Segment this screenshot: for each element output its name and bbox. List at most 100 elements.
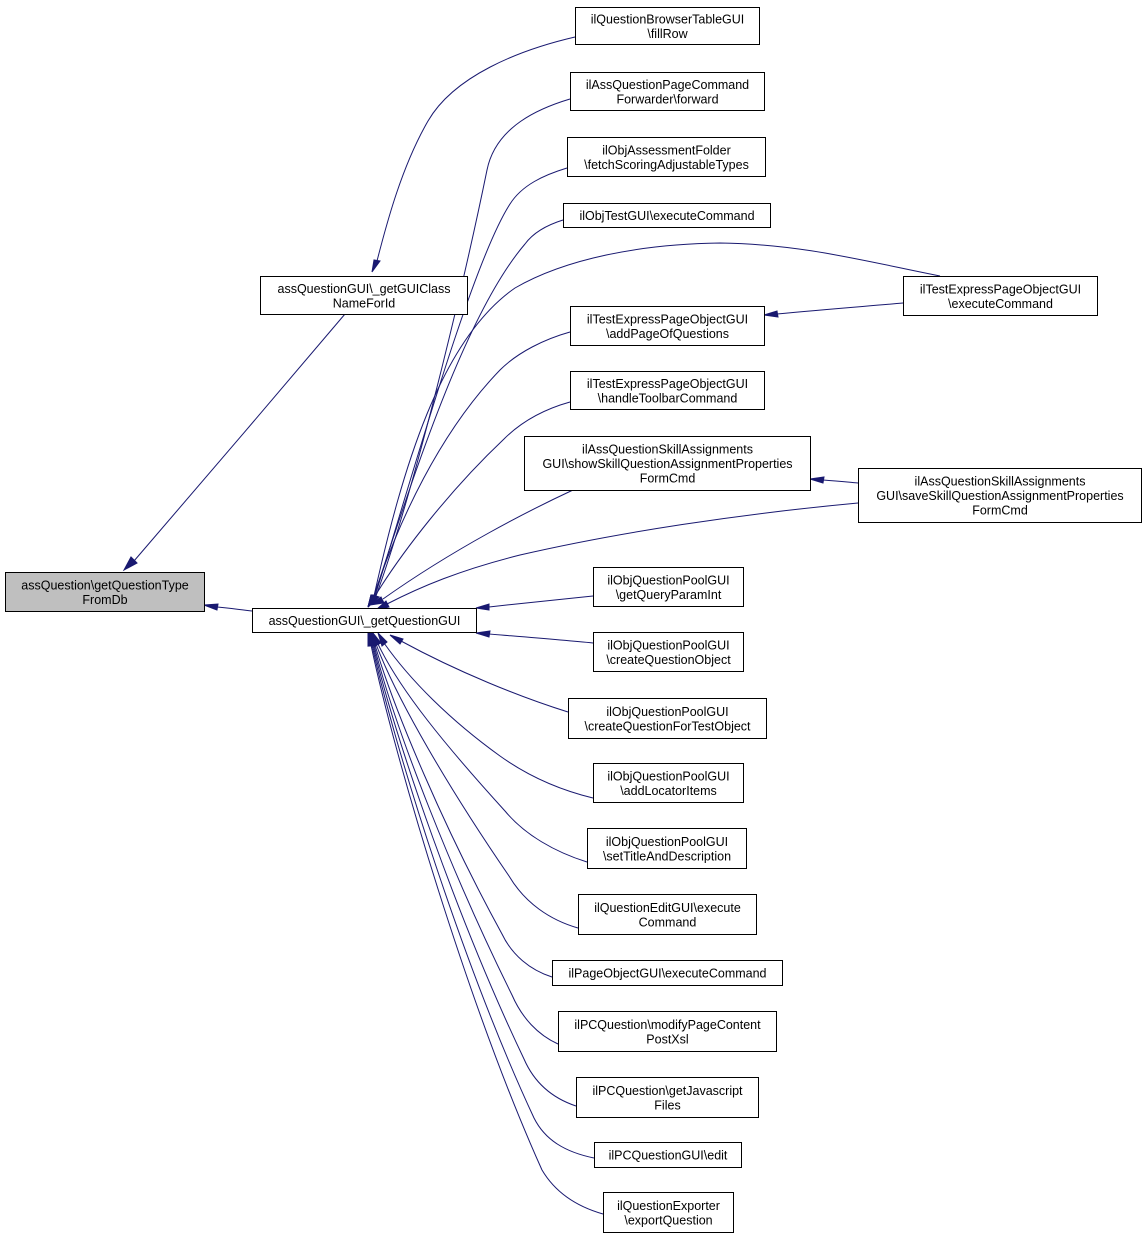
edge-n_getqueryparam-to-n_getquestiongui (475, 595, 594, 611)
node-n_getqueryparam[interactable]: ilObjQuestionPoolGUI\getQueryParamInt (593, 567, 744, 607)
node-n_getquestiongui[interactable]: assQuestionGUI\_getQuestionGUI (252, 608, 477, 633)
edge-line (377, 643, 588, 863)
edge-line (376, 36, 576, 262)
node-label-line: PostXsl (646, 1032, 688, 1046)
node-label-line: assQuestionGUI\_getGUIClass (278, 282, 451, 296)
node-n_fillrow[interactable]: ilQuestionBrowserTableGUI\fillRow (575, 7, 760, 45)
node-n_createqobj[interactable]: ilObjQuestionPoolGUI\createQuestionObjec… (593, 632, 744, 672)
edge-n_saveskill-to-n_showskill (809, 476, 859, 484)
node-n_settitle[interactable]: ilObjQuestionPoolGUI\setTitleAndDescript… (587, 828, 747, 869)
node-n_addpageofq[interactable]: ilTestExpressPageObjectGUI\addPageOfQues… (570, 306, 765, 346)
edge-arrowhead (763, 310, 779, 318)
edge-line (382, 489, 574, 600)
edge-line (375, 98, 571, 597)
node-n_saveskill[interactable]: ilAssQuestionSkillAssignmentsGUI\saveSki… (858, 468, 1142, 523)
edge-line (372, 644, 577, 1107)
node-label-line: ilTestExpressPageObjectGUI (920, 282, 1081, 296)
edge-n_getquestiongui-to-root (203, 603, 253, 612)
node-label-line: ilTestExpressPageObjectGUI (587, 312, 748, 326)
edge-n_testexpress_exec-to-n_addpageofq (763, 302, 904, 318)
node-box (252, 608, 477, 633)
edge-line (488, 595, 594, 608)
node-label-line: \createQuestionForTestObject (584, 719, 751, 733)
node-label-line: ilObjQuestionPoolGUI (607, 573, 729, 587)
node-n_createqfortest[interactable]: ilObjQuestionPoolGUI\createQuestionForTe… (568, 698, 767, 739)
edge-line (371, 644, 595, 1159)
edge-line (373, 644, 559, 1045)
edge-arrowhead (367, 632, 375, 647)
edge-n_addlocator-to-n_getquestiongui (377, 632, 594, 799)
node-n_addlocator[interactable]: ilObjQuestionPoolGUI\addLocatorItems (593, 763, 744, 803)
node-label-line: Files (654, 1098, 680, 1112)
edge-n_getguiclassname-to-root (122, 313, 346, 572)
node-n_qedit_exec[interactable]: ilQuestionEditGUI\executeCommand (578, 894, 757, 935)
node-n_fetchscoring[interactable]: ilObjAssessmentFolder\fetchScoringAdjust… (567, 137, 766, 177)
node-label-line: GUI\showSkillQuestionAssignmentPropertie… (542, 457, 792, 471)
node-box (570, 306, 765, 346)
node-box (575, 7, 760, 45)
node-label-line: \fillRow (647, 27, 688, 41)
edge-arrowhead (371, 259, 381, 273)
edge-arrowhead (389, 634, 404, 645)
node-label-line: ilPCQuestion\modifyPageContent (574, 1018, 761, 1032)
edge-arrowhead (475, 630, 491, 638)
node-label-line: \createQuestionObject (606, 653, 731, 667)
node-n_handletoolbar[interactable]: ilTestExpressPageObjectGUI\handleToolbar… (570, 371, 765, 410)
node-label-line: ilTestExpressPageObjectGUI (587, 377, 748, 391)
node-label-line: ilPCQuestion\getJavascript (592, 1084, 743, 1098)
node-label-line: \fetchScoringAdjustableTypes (584, 158, 749, 172)
edge-arrowhead (809, 476, 825, 484)
node-label-line: ilObjAssessmentFolder (602, 143, 731, 157)
edge-n_pageobj_exec-to-n_getquestiongui (370, 632, 553, 978)
node-box (594, 1142, 742, 1168)
node-box (552, 960, 783, 986)
edge-n_export-to-n_getquestiongui (367, 632, 604, 1215)
node-n_pageobj_exec[interactable]: ilPageObjectGUI\executeCommand (552, 960, 783, 986)
node-label-line: \executeCommand (948, 297, 1053, 311)
node-label-line: FormCmd (972, 504, 1028, 518)
node-label-line: \addPageOfQuestions (606, 327, 729, 341)
node-box (593, 763, 744, 803)
node-box (5, 572, 205, 612)
edge-line (373, 331, 571, 597)
edge-line (374, 401, 571, 597)
node-n_pcqgui_edit[interactable]: ilPCQuestionGUI\edit (594, 1142, 742, 1168)
node-label-line: ilAssQuestionPageCommand (586, 78, 749, 92)
edge-arrowhead (377, 632, 388, 647)
edge-line (386, 502, 859, 605)
edge-n_createqfortest-to-n_getquestiongui (389, 634, 569, 713)
node-n_forward[interactable]: ilAssQuestionPageCommandForwarder\forwar… (570, 72, 765, 111)
node-n_export[interactable]: ilQuestionExporter\exportQuestion (603, 1192, 734, 1233)
node-box (558, 1011, 777, 1052)
node-box (567, 137, 766, 177)
edge-line (373, 219, 564, 597)
edge-line (776, 302, 904, 315)
node-label-line: \getQueryParamInt (616, 588, 722, 602)
node-box (524, 436, 811, 491)
node-box (570, 371, 765, 410)
node-n_showskill[interactable]: ilAssQuestionSkillAssignmentsGUI\showSki… (524, 436, 811, 491)
node-n_objtest_exec[interactable]: ilObjTestGUI\executeCommand (563, 203, 771, 228)
edge-line (383, 642, 594, 799)
node-n_testexpress_exec[interactable]: ilTestExpressPageObjectGUI\executeComman… (903, 276, 1098, 316)
edge-line (133, 313, 346, 562)
node-box (858, 468, 1142, 523)
node-label-line: FromDb (82, 593, 127, 607)
node-label-line: ilPageObjectGUI\executeCommand (568, 967, 766, 981)
node-box (603, 1192, 734, 1233)
node-box (903, 276, 1098, 316)
node-label-line: ilObjQuestionPoolGUI (607, 769, 729, 783)
edge-arrowhead (367, 594, 379, 608)
edge-n_fillrow-to-n_getguiclassname (371, 36, 576, 273)
edges-layer (122, 36, 941, 1215)
node-label-line: ilQuestionBrowserTableGUI (591, 12, 745, 26)
edge-line (373, 242, 941, 597)
edge-arrowhead (369, 596, 385, 606)
node-box (578, 894, 757, 935)
edge-line (822, 479, 859, 484)
